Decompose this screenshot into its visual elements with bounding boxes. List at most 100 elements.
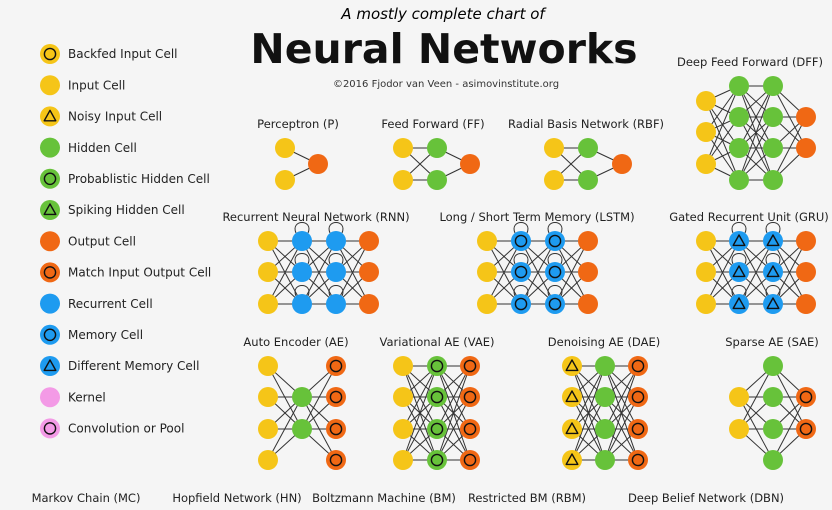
input-cell-icon (275, 170, 295, 190)
output-cell-icon (326, 387, 346, 407)
recurrent-cell-icon (326, 262, 346, 282)
output-cell-icon (308, 154, 328, 174)
output-cell-icon (326, 356, 346, 376)
hidden-cell-icon (763, 419, 783, 439)
recurrent-cell-icon (326, 294, 346, 314)
legend-swatch-icon (40, 324, 60, 345)
input-cell-icon (562, 450, 582, 470)
recurrent-cell-icon (326, 231, 346, 251)
recurrent-loop (294, 285, 310, 297)
recurrent-cell-icon (729, 294, 749, 314)
network-title-sae: Sparse AE (SAE) (725, 335, 819, 349)
legend-item: Spiking Hidden Cell (40, 200, 185, 220)
hidden-cell-icon (595, 419, 615, 439)
recurrent-loop (328, 222, 344, 234)
legend-item: Input Cell (40, 75, 125, 96)
input-cell-icon (393, 387, 413, 407)
recurrent-cell-icon (292, 262, 312, 282)
network-title-rbf: Radial Basis Network (RBF) (508, 117, 664, 131)
network-title-lstm: Long / Short Term Memory (LSTM) (439, 210, 634, 224)
legend-swatch-icon (40, 106, 60, 127)
recurrent-cell-icon (729, 231, 749, 251)
network-title-vae: Variational AE (VAE) (380, 335, 495, 349)
recurrent-cell-icon (763, 231, 783, 251)
hidden-cell-icon (729, 170, 749, 190)
legend-item: Probablistic Hidden Cell (40, 168, 210, 189)
recurrent-loop (731, 253, 747, 265)
network-title-bm: Boltzmann Machine (BM) (312, 491, 456, 505)
legend-label: Convolution or Pool (68, 422, 184, 436)
input-cell-icon (544, 138, 564, 158)
input-cell-icon (393, 450, 413, 470)
recurrent-cell-icon (763, 262, 783, 282)
output-cell-icon (796, 138, 816, 158)
network-gru: Gated Recurrent Unit (GRU) (669, 210, 829, 314)
legend-label: Match Input Output Cell (68, 266, 211, 280)
input-cell-icon (258, 262, 278, 282)
input-cell-icon (477, 231, 497, 251)
recurrent-cell-icon (511, 294, 531, 314)
network-title-dae: Denoising AE (DAE) (548, 335, 660, 349)
network-p: Perceptron (P) (257, 117, 339, 190)
input-cell-icon (258, 419, 278, 439)
recurrent-cell-icon (545, 231, 565, 251)
recurrent-cell-icon (763, 294, 783, 314)
legend-swatch-icon (40, 75, 60, 96)
input-cell-icon (696, 154, 716, 174)
recurrent-loop (547, 253, 563, 265)
hidden-cell-icon (427, 450, 447, 470)
network-title-dff: Deep Feed Forward (DFF) (677, 55, 823, 69)
input-cell-icon (393, 419, 413, 439)
input-cell-icon (477, 294, 497, 314)
legend-swatch-icon (40, 231, 60, 252)
legend-item: Output Cell (40, 231, 136, 252)
input-cell-icon (696, 231, 716, 251)
input-cell-icon (393, 356, 413, 376)
input-cell-icon (258, 231, 278, 251)
hidden-cell-icon (595, 450, 615, 470)
hidden-cell-icon (763, 450, 783, 470)
legend-label: Backfed Input Cell (68, 47, 178, 61)
hidden-cell-icon (763, 107, 783, 127)
input-cell-icon (729, 419, 749, 439)
recurrent-loop (731, 222, 747, 234)
legend-item: Noisy Input Cell (40, 106, 162, 127)
input-cell-icon (275, 138, 295, 158)
output-cell-icon (359, 262, 379, 282)
hidden-cell-icon (427, 387, 447, 407)
hidden-cell-icon (578, 170, 598, 190)
hidden-cell-icon (292, 387, 312, 407)
output-cell-icon (460, 154, 480, 174)
output-cell-icon (460, 419, 480, 439)
hidden-cell-icon (427, 356, 447, 376)
chart-header: A mostly complete chart of Neural Networ… (250, 5, 637, 90)
legend-item: Different Memory Cell (40, 356, 199, 376)
hidden-cell-icon (763, 76, 783, 96)
network-title-ae: Auto Encoder (AE) (243, 335, 348, 349)
legend-item: Kernel (40, 387, 106, 408)
output-cell-icon (796, 107, 816, 127)
recurrent-loop (328, 253, 344, 265)
input-cell-icon (477, 262, 497, 282)
input-cell-icon (393, 138, 413, 158)
input-cell-icon (258, 356, 278, 376)
output-cell-icon (460, 450, 480, 470)
legend-item: Memory Cell (40, 324, 143, 345)
legend-label: Input Cell (68, 78, 125, 92)
network-dff: Deep Feed Forward (DFF) (677, 55, 823, 190)
recurrent-cell-icon (292, 294, 312, 314)
network-title-dbn: Deep Belief Network (DBN) (628, 491, 784, 505)
chart-subtitle: A mostly complete chart of (340, 5, 547, 23)
input-cell-icon (696, 262, 716, 282)
recurrent-loop (765, 285, 781, 297)
legend-item: Recurrent Cell (40, 293, 153, 314)
input-cell-icon (562, 356, 582, 376)
hidden-cell-icon (729, 107, 749, 127)
legend-swatch-icon (40, 387, 60, 408)
output-cell-icon (796, 387, 816, 407)
network-title-ff: Feed Forward (FF) (381, 117, 484, 131)
input-cell-icon (393, 170, 413, 190)
hidden-cell-icon (292, 419, 312, 439)
